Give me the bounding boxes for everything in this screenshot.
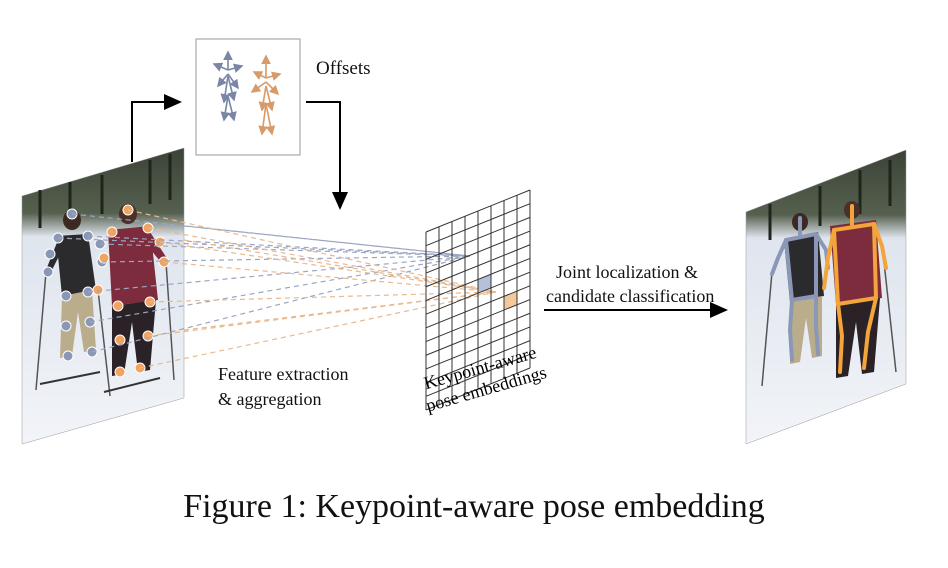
grid-line xyxy=(425,312,531,356)
grid-line xyxy=(425,285,531,329)
grid-line xyxy=(425,216,531,260)
input-image xyxy=(21,147,185,445)
feature-lines xyxy=(57,209,497,369)
grid-line xyxy=(425,271,531,315)
orange-offset-skeleton xyxy=(250,54,282,136)
offsets-box xyxy=(195,38,301,156)
figure-caption: Figure 1: Keypoint-aware pose embedding xyxy=(183,488,765,525)
grid-line xyxy=(425,299,531,343)
output-image xyxy=(745,149,907,445)
orange-pose-skeleton xyxy=(822,204,888,374)
highlighted-cell xyxy=(478,274,491,294)
embedding-grid xyxy=(425,189,531,411)
feature-extraction-label: Feature extraction xyxy=(218,364,349,384)
blue-offset-skeleton xyxy=(212,50,244,122)
offsets-label: Offsets xyxy=(316,58,371,79)
arrow-image-to-offsets xyxy=(131,94,182,162)
arrow-offsets-to-embedding xyxy=(306,101,348,210)
grid-line xyxy=(425,244,531,288)
grid-line xyxy=(425,203,531,247)
grid-line xyxy=(425,367,531,411)
grid-line xyxy=(425,353,531,397)
grid-line xyxy=(425,257,531,301)
highlighted-cell xyxy=(504,291,517,311)
grid-line xyxy=(425,326,531,370)
candidate-classification-label: candidate classification xyxy=(546,286,715,306)
aggregation-label: & aggregation xyxy=(218,389,322,409)
grid-line xyxy=(425,340,531,384)
joint-localization-label: Joint localization & xyxy=(556,262,698,282)
grid-line xyxy=(425,230,531,274)
grid-line xyxy=(425,189,531,233)
